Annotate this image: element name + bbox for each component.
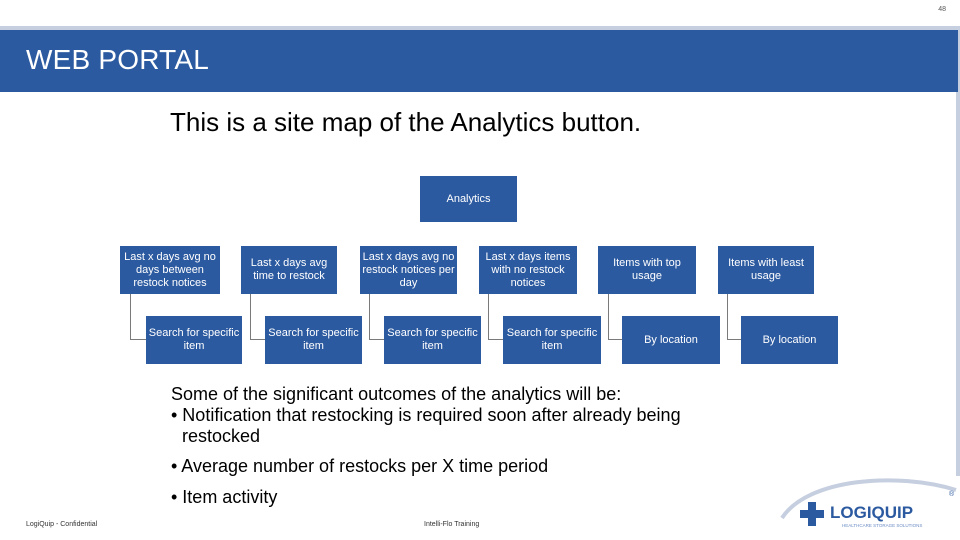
logiquip-logo: LOGIQUIP ® HEALTHCARE STORAGE SOLUTIONS xyxy=(780,478,957,528)
connector xyxy=(608,294,609,340)
outcomes-intro: Some of the significant outcomes of the … xyxy=(171,384,622,404)
right-border xyxy=(956,26,960,476)
sitemap-node-avg-time-to-restock: Last x days avg time to restock xyxy=(241,246,337,294)
outcome-item: • Notification that restocking is requir… xyxy=(171,405,681,425)
logo-wordmark: LOGIQUIP xyxy=(830,503,913,522)
sitemap-node-by-location-2: By location xyxy=(741,316,838,364)
outcome-item-continued: restocked xyxy=(182,426,261,446)
outcome-item: • Average number of restocks per X time … xyxy=(171,456,549,476)
connector xyxy=(250,339,265,340)
sitemap-node-avg-days-between: Last x days avg no days between restock … xyxy=(120,246,220,294)
logo-tagline: HEALTHCARE STORAGE SOLUTIONS xyxy=(842,523,922,528)
connector xyxy=(488,294,489,340)
sitemap-node-least-usage: Items with least usage xyxy=(718,246,814,294)
sitemap-node-search-2: Search for specific item xyxy=(265,316,362,364)
registered-mark: ® xyxy=(949,490,955,498)
connector xyxy=(727,294,728,340)
cross-icon-horizontal xyxy=(800,510,824,518)
sitemap-node-search-1: Search for specific item xyxy=(146,316,242,364)
sitemap-node-top-usage: Items with top usage xyxy=(598,246,696,294)
top-band xyxy=(0,26,960,30)
sitemap-node-by-location-1: By location xyxy=(622,316,720,364)
connector xyxy=(130,339,146,340)
connector xyxy=(608,339,622,340)
page-number: 48 xyxy=(938,6,946,13)
sitemap-node-avg-restock-per-day: Last x days avg no restock notices per d… xyxy=(360,246,457,294)
slide-title: WEB PORTAL xyxy=(26,44,210,75)
footer-training: Intelli-Flo Training xyxy=(424,521,480,528)
sitemap-node-search-4: Search for specific item xyxy=(503,316,601,364)
sitemap-node-items-no-restock: Last x days items with no restock notice… xyxy=(479,246,577,294)
footer-confidential: LogiQuip - Confidential xyxy=(26,521,98,528)
outcome-item: • Item activity xyxy=(171,487,278,507)
connector xyxy=(130,294,131,340)
title-banner: WEB PORTAL xyxy=(0,30,958,92)
sitemap-node-search-3: Search for specific item xyxy=(384,316,481,364)
sitemap-root-analytics: Analytics xyxy=(420,176,517,222)
connector xyxy=(369,339,384,340)
logo-swoosh xyxy=(780,478,957,520)
connector xyxy=(727,339,741,340)
connector xyxy=(369,294,370,340)
slide-subtitle: This is a site map of the Analytics butt… xyxy=(170,107,642,137)
connector xyxy=(250,294,251,340)
outcomes-list: Some of the significant outcomes of the … xyxy=(171,384,681,508)
connector xyxy=(488,339,503,340)
